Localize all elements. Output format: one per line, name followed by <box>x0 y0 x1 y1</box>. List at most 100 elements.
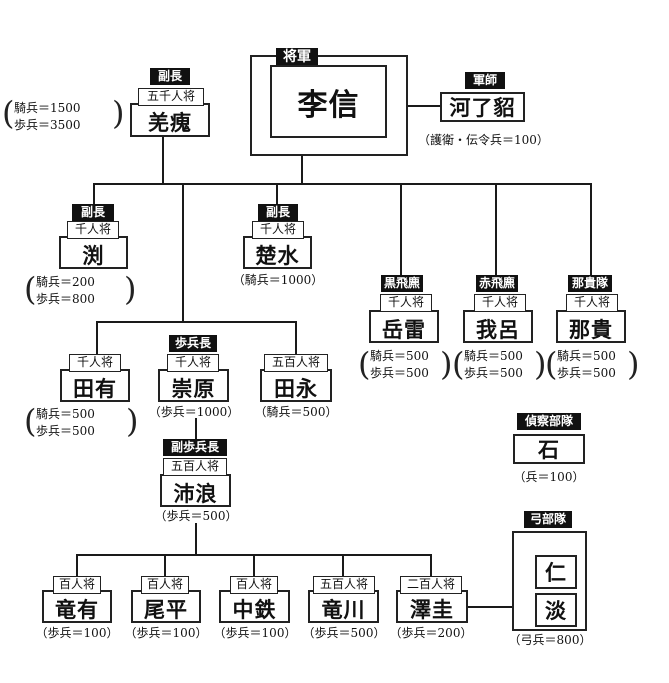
paren-left: ( <box>24 270 37 308</box>
gakurai-infantry: 歩兵＝500 <box>370 366 429 380</box>
naki-cavalry: 騎兵＝500 <box>557 349 616 363</box>
denyuu-rank: 千人将 <box>69 354 121 372</box>
hairou-tag: 副歩兵長 <box>163 439 227 456</box>
garo-cavalry: 騎兵＝500 <box>464 349 523 363</box>
archer-box-jin[interactable]: 仁 <box>535 555 577 589</box>
connector-line <box>195 523 197 556</box>
bottom-note-0: （歩兵＝100） <box>35 626 119 640</box>
scouts-box[interactable]: 石 <box>513 434 585 464</box>
gakurai-box[interactable]: 岳雷 <box>369 310 439 343</box>
denei-box[interactable]: 田永 <box>260 369 332 402</box>
bottom-rank-3: 五百人将 <box>313 576 375 594</box>
gakurai-tag: 黒飛麃 <box>381 275 423 292</box>
hairou-note: （歩兵＝500） <box>154 509 238 523</box>
bottom-note-3: （歩兵＝500） <box>302 626 386 640</box>
general-name: 李信 <box>297 87 360 123</box>
naki-rank: 千人将 <box>566 294 618 312</box>
sugen-tag: 歩兵長 <box>169 335 217 352</box>
en-name: 渕 <box>82 243 105 268</box>
connector-line <box>386 105 442 107</box>
bottom-note-2: （歩兵＝100） <box>213 626 297 640</box>
sugen-rank: 千人将 <box>167 354 219 372</box>
archer-name-tan: 淡 <box>545 599 567 623</box>
bottom-note-1: （歩兵＝100） <box>124 626 208 640</box>
connector-line <box>495 183 497 276</box>
sugen-note: （歩兵＝1000） <box>148 405 240 419</box>
paren-left: ( <box>545 345 558 383</box>
kyoukai-name: 羌瘣 <box>148 111 192 135</box>
bottom-name-4: 澤圭 <box>410 597 454 622</box>
paren-right: ) <box>124 270 137 308</box>
paren-left: ( <box>358 345 371 383</box>
naki-infantry: 歩兵＝500 <box>557 366 616 380</box>
bottom-box-1[interactable]: 尾平 <box>131 590 201 623</box>
paren-left: ( <box>2 94 15 132</box>
connector-line <box>93 183 592 185</box>
bottom-name-2: 中鉄 <box>232 597 277 622</box>
denyuu-name: 田有 <box>73 376 117 401</box>
strategist-name: 河了貂 <box>449 96 516 120</box>
archers-note: （弓兵＝800） <box>508 633 592 647</box>
bottom-rank-2: 百人将 <box>230 576 278 594</box>
en-box[interactable]: 渕 <box>59 236 128 269</box>
connector-line <box>96 321 297 323</box>
sugen-name: 崇原 <box>171 376 216 401</box>
bottom-box-4[interactable]: 澤圭 <box>396 590 468 623</box>
sosui-tag: 副長 <box>258 204 298 221</box>
paren-right: ) <box>112 94 125 132</box>
sosui-box[interactable]: 楚水 <box>243 236 312 269</box>
sosui-name: 楚水 <box>255 243 300 268</box>
connector-line <box>276 183 278 205</box>
scouts-note: （兵＝100） <box>513 470 585 484</box>
archer-name-jin: 仁 <box>545 561 567 585</box>
archer-box-tan[interactable]: 淡 <box>535 593 577 627</box>
scouts-name: 石 <box>538 438 560 462</box>
connector-line <box>253 554 255 576</box>
kyoukai-box[interactable]: 羌瘣 <box>130 103 210 137</box>
paren-right: ) <box>627 345 640 383</box>
connector-line <box>342 554 344 576</box>
en-rank: 千人将 <box>67 221 119 239</box>
scouts-tag: 偵察部隊 <box>517 413 581 430</box>
bottom-box-3[interactable]: 竜川 <box>308 590 379 623</box>
hairou-name: 沛浪 <box>173 481 218 506</box>
hairou-box[interactable]: 沛浪 <box>160 474 231 507</box>
garo-box[interactable]: 我呂 <box>463 310 533 343</box>
connector-line <box>295 321 297 355</box>
denei-name: 田永 <box>274 376 318 401</box>
bottom-rank-0: 百人将 <box>53 576 101 594</box>
kyoukai-cavalry: 騎兵＝1500 <box>14 101 81 115</box>
connector-line <box>430 554 432 576</box>
archers-tag: 弓部隊 <box>524 511 572 528</box>
bottom-box-0[interactable]: 竜有 <box>42 590 112 623</box>
connector-line <box>162 136 164 185</box>
sugen-box[interactable]: 崇原 <box>158 369 229 402</box>
naki-name: 那貴 <box>569 317 613 342</box>
bottom-name-0: 竜有 <box>55 597 99 622</box>
bottom-name-1: 尾平 <box>144 597 188 622</box>
connector-line <box>467 606 513 608</box>
en-cavalry: 騎兵＝200 <box>36 275 95 289</box>
denyuu-box[interactable]: 田有 <box>60 369 130 402</box>
general-box[interactable]: 李信 <box>270 65 387 138</box>
denei-note: （騎兵＝500） <box>254 405 338 419</box>
strategist-box[interactable]: 河了貂 <box>440 92 525 122</box>
hairou-rank: 五百人将 <box>163 458 227 476</box>
bottom-rank-1: 百人将 <box>141 576 189 594</box>
naki-box[interactable]: 那貴 <box>556 310 626 343</box>
connector-line <box>182 183 184 323</box>
gakurai-cavalry: 騎兵＝500 <box>370 349 429 363</box>
garo-infantry: 歩兵＝500 <box>464 366 523 380</box>
connector-line <box>400 183 402 276</box>
kyoukai-rank: 五千人将 <box>138 88 204 106</box>
connector-line <box>93 183 95 205</box>
paren-left: ( <box>24 402 37 440</box>
garo-rank: 千人将 <box>474 294 526 312</box>
connector-line <box>195 418 197 440</box>
kyoukai-tag: 副長 <box>150 68 190 85</box>
denei-rank: 五百人将 <box>264 354 328 372</box>
en-tag: 副長 <box>72 204 114 221</box>
denyuu-cavalry: 騎兵＝500 <box>36 407 95 421</box>
connector-line <box>301 155 303 185</box>
bottom-box-2[interactable]: 中鉄 <box>219 590 290 623</box>
